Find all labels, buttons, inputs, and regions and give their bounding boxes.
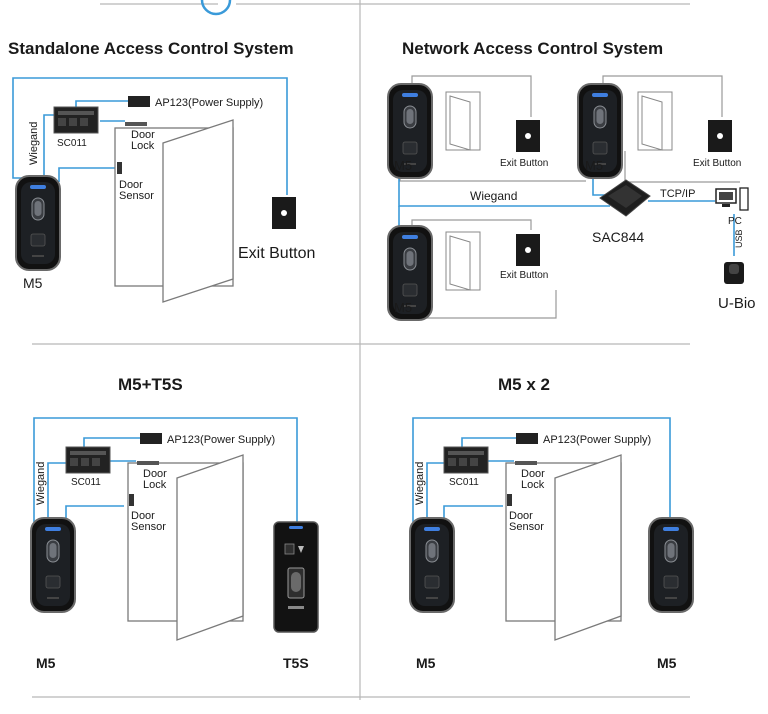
exit-button-label: Exit Button xyxy=(238,245,315,262)
ap123-label: AP123(Power Supply) xyxy=(155,97,263,109)
door-leaf xyxy=(162,119,234,303)
door-sensor-line2-3: Sensor xyxy=(131,521,166,533)
network-wiegand-label: Wiegand xyxy=(470,189,517,203)
m5-reader-right-icon xyxy=(648,517,694,613)
door-c-icon xyxy=(445,231,481,291)
m5-label-3: M5 xyxy=(36,655,56,671)
m5-a-label: M5 xyxy=(394,158,412,173)
exit-button-c-icon xyxy=(516,234,540,266)
door-lock-line1-3: Door xyxy=(143,468,167,480)
door-sensor-icon-3 xyxy=(129,494,134,506)
pc-label: PC xyxy=(728,216,742,227)
m5-right-label: M5 xyxy=(657,655,677,671)
door-b-icon xyxy=(637,91,673,151)
door-sensor-line1-4: Door xyxy=(509,510,533,522)
door-sensor-icon-4 xyxy=(507,494,512,506)
network-title: Network Access Control System xyxy=(402,39,663,58)
door-lock-icon xyxy=(125,122,147,126)
exit-button-b-icon xyxy=(708,120,732,152)
sc011-controller-icon xyxy=(53,106,99,134)
wiegand-label-4: Wiegand xyxy=(414,462,426,505)
panel-standalone: Standalone Access Control System AP123(P… xyxy=(8,39,315,303)
panel-network: Network Access Control System M5 Exit Bu… xyxy=(387,39,756,321)
door-sensor-line2: Sensor xyxy=(119,190,154,202)
door-lock-line1: Door xyxy=(131,129,155,141)
sc011-controller-icon-3 xyxy=(65,446,111,474)
m5-label: M5 xyxy=(23,275,43,291)
usb-label: USB xyxy=(734,229,744,248)
standalone-title: Standalone Access Control System xyxy=(8,39,294,58)
sc011-label-3: SC011 xyxy=(71,477,101,488)
ap123-label-3: AP123(Power Supply) xyxy=(167,434,275,446)
ap123-power-supply-icon-3 xyxy=(140,433,162,444)
door-a-icon xyxy=(445,91,481,151)
exit-c-label: Exit Button xyxy=(500,270,548,281)
door-sensor-line2-4: Sensor xyxy=(509,521,544,533)
m5-reader-icon-3 xyxy=(30,517,76,613)
panel-m5-x2: M5 x 2 AP123(Power Supply) SC011 Door Lo… xyxy=(409,375,694,671)
door-lock-line2-3: Lock xyxy=(143,479,167,491)
ap123-power-supply-icon-4 xyxy=(516,433,538,444)
door-leaf-3 xyxy=(176,454,244,641)
exit-a-label: Exit Button xyxy=(500,158,548,169)
door-sensor-line1-3: Door xyxy=(131,510,155,522)
door-lock-line1-4: Door xyxy=(521,468,545,480)
door-sensor-line1: Door xyxy=(119,179,143,191)
m5-b-label: M5 xyxy=(585,158,603,173)
u-bio-scanner-icon xyxy=(724,262,744,284)
door-lock-line2: Lock xyxy=(131,140,155,152)
t5s-label: T5S xyxy=(283,655,309,671)
tcpip-label: TCP/IP xyxy=(660,188,695,200)
ap123-label-4: AP123(Power Supply) xyxy=(543,434,651,446)
m5-reader-left-icon xyxy=(409,517,455,613)
wiegand-label-3: Wiegand xyxy=(35,462,47,505)
panel-m5-t5s: M5+T5S AP123(Power Supply) SC011 Door Lo… xyxy=(30,375,319,671)
m5-t5s-title: M5+T5S xyxy=(118,375,183,394)
door-leaf-4 xyxy=(554,454,622,641)
top-logo-arc xyxy=(200,0,232,16)
wiegand-label: Wiegand xyxy=(28,122,40,165)
t5s-reader-icon xyxy=(273,521,319,633)
m5-left-label: M5 xyxy=(416,655,436,671)
sc011-controller-icon-4 xyxy=(443,446,489,474)
m5-c-label: M5 xyxy=(394,300,412,315)
sac844-label: SAC844 xyxy=(592,229,644,245)
m5-x2-title: M5 x 2 xyxy=(498,375,550,394)
door-sensor-icon xyxy=(117,162,122,174)
sac844-controller-icon xyxy=(599,179,651,217)
ap123-power-supply-icon xyxy=(128,96,150,107)
sc011-label-4: SC011 xyxy=(449,477,479,488)
door-lock-line2-4: Lock xyxy=(521,479,545,491)
door-lock-icon-4 xyxy=(515,461,537,465)
door-lock-icon-3 xyxy=(137,461,159,465)
exit-b-label: Exit Button xyxy=(693,158,741,169)
exit-button-a-icon xyxy=(516,120,540,152)
u-bio-label: U-Bio xyxy=(718,295,756,312)
sc011-label: SC011 xyxy=(57,138,87,149)
exit-button-icon xyxy=(272,197,296,229)
pc-icon xyxy=(715,187,749,211)
m5-reader-icon xyxy=(15,175,61,271)
